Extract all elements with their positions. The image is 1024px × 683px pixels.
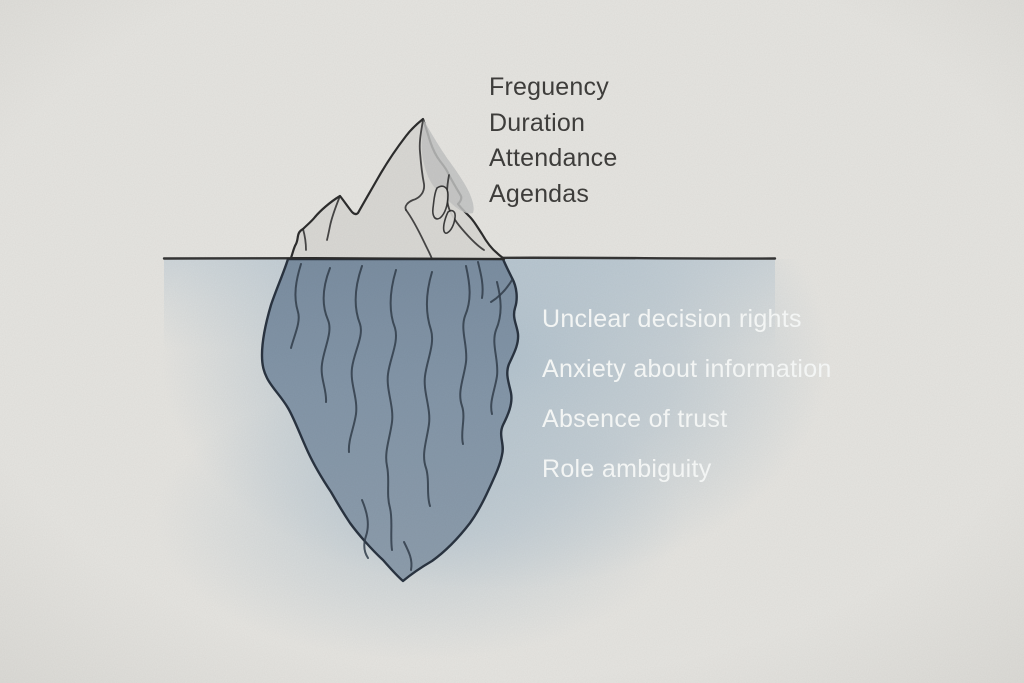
hidden-label: Anxiety about information [542,355,832,383]
surface-labels-list: Freguency Duration Attendance Agendas [489,70,618,212]
hidden-labels-list: Unclear decision rights Anxiety about in… [542,294,832,494]
surface-label: Attendance [489,144,618,172]
hidden-label: Absence of trust [542,405,728,433]
surface-label: Duration [489,108,586,137]
hidden-label: Role ambiguity [542,455,712,483]
hidden-label: Unclear decision rights [542,305,802,333]
surface-label: Freguency [489,73,609,101]
surface-label: Agendas [489,179,590,208]
